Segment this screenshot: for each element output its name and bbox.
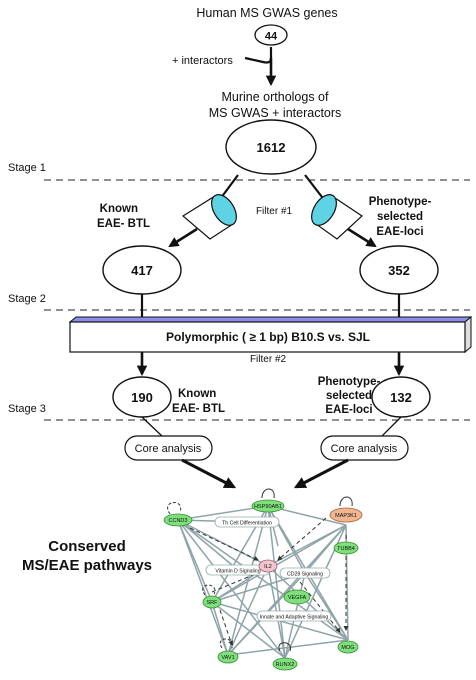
interactors-merge-line [244,47,273,64]
filter1-label: Filter #1 [256,206,293,217]
stage1-label: Stage 1 [8,162,46,174]
known-btl2-line1: Known [178,388,216,400]
gwas-title: Human MS GWAS genes [196,6,337,20]
network-self-loops [167,488,353,652]
line-132-to-core [379,416,402,439]
murine-line1: Murine orthologs of [221,90,329,104]
pheno2-line2: selected [326,390,372,402]
pheno2-line3: EAE-loci [325,404,372,416]
node-map3k1: MAP3K1 [329,507,363,523]
murine-count: 1612 [257,140,286,155]
node-hsp90ab1: HSP90AB1 [251,499,285,513]
node-runx2: RUNX2 [272,657,298,671]
gwas-count-node [254,24,288,46]
pathway-vitd-label: Vitamin D Signaling [215,569,260,575]
polymorphic-bar-top [68,316,473,323]
svg-text:IL2: IL2 [264,564,272,570]
pheno-line3: EAE-loci [376,226,423,238]
murine-line2: MS GWAS + interactors [209,106,342,120]
svg-text:MAP3K1: MAP3K1 [335,513,357,519]
polymorphic-bar-label: Polymorphic ( ≥ 1 bp) B10.S vs. SJL [166,330,370,344]
svg-text:CCND3: CCND3 [169,518,188,524]
svg-text:VEGFA: VEGFA [288,595,307,601]
arrow-to-417 [168,227,198,248]
pathway-th-label: Th Cell Differentiation [222,521,272,527]
stage3-label: Stage 3 [8,403,46,415]
polymorphic-bar-side [464,315,472,354]
gwas-count: 44 [265,31,278,43]
count-417: 417 [131,263,153,278]
count-352: 352 [388,263,410,278]
node-ccnd3: CCND3 [163,513,193,527]
core-analysis-right-label: Core analysis [331,443,398,455]
arrow-core-right-to-network [293,458,349,489]
pheno-line1: Phenotype- [369,196,432,208]
right-funnel-mouth [311,194,337,226]
conserved-line2: MS/EAE pathways [22,557,152,574]
core-analysis-right [320,435,409,461]
svg-text:TUBB4: TUBB4 [337,546,355,552]
node-srf: SRF [202,595,222,609]
node-vav1: VAV1 [217,650,239,664]
node-vegfa: VEGFA [283,589,311,605]
svg-text:VAV1: VAV1 [221,655,234,661]
murine-count-node [225,119,317,175]
stage2-label: Stage 2 [8,293,46,305]
known-btl-line1: Known [100,203,138,215]
svg-text:MOG: MOG [341,645,354,651]
pheno-line2: selected [377,211,423,223]
core-analysis-left-label: Core analysis [135,443,202,455]
node-mog: MOG [337,640,359,654]
pathway-innate: Innate and Adaptive Signaling [256,610,332,622]
count-190: 190 [131,390,153,405]
pathway-th: Th Cell Differentiation [214,516,280,528]
arrow-core-left-to-network [181,458,237,489]
pathway-cd28-label: CD28 Signaling [287,572,323,578]
filter2-label: Filter #2 [250,354,287,365]
pathway-innate-label: Innate and Adaptive Signaling [260,615,329,621]
svg-text:SRF: SRF [207,600,219,606]
known-btl2-line2: EAE- BTL [172,403,225,415]
svg-text:RUNX2: RUNX2 [276,662,295,668]
line-190-to-core [141,416,165,439]
svg-text:HSP90AB1: HSP90AB1 [254,504,282,510]
interactors-label: + interactors [172,55,233,67]
pathway-cd28: CD28 Signaling [279,567,331,579]
left-funnel-mouth [211,194,237,226]
node-tubb4: TUBB4 [333,541,359,555]
core-analysis-left [124,435,213,461]
pathway-network [177,505,349,659]
polymorphic-bar [69,321,466,353]
conserved-line1: Conserved [48,538,126,555]
node-il2: IL2 [258,559,278,573]
pheno2-line1: Phenotype- [318,376,381,388]
count-132: 132 [390,390,412,405]
arrow-to-352 [347,227,377,248]
known-btl-line2: EAE- BTL [97,218,150,230]
